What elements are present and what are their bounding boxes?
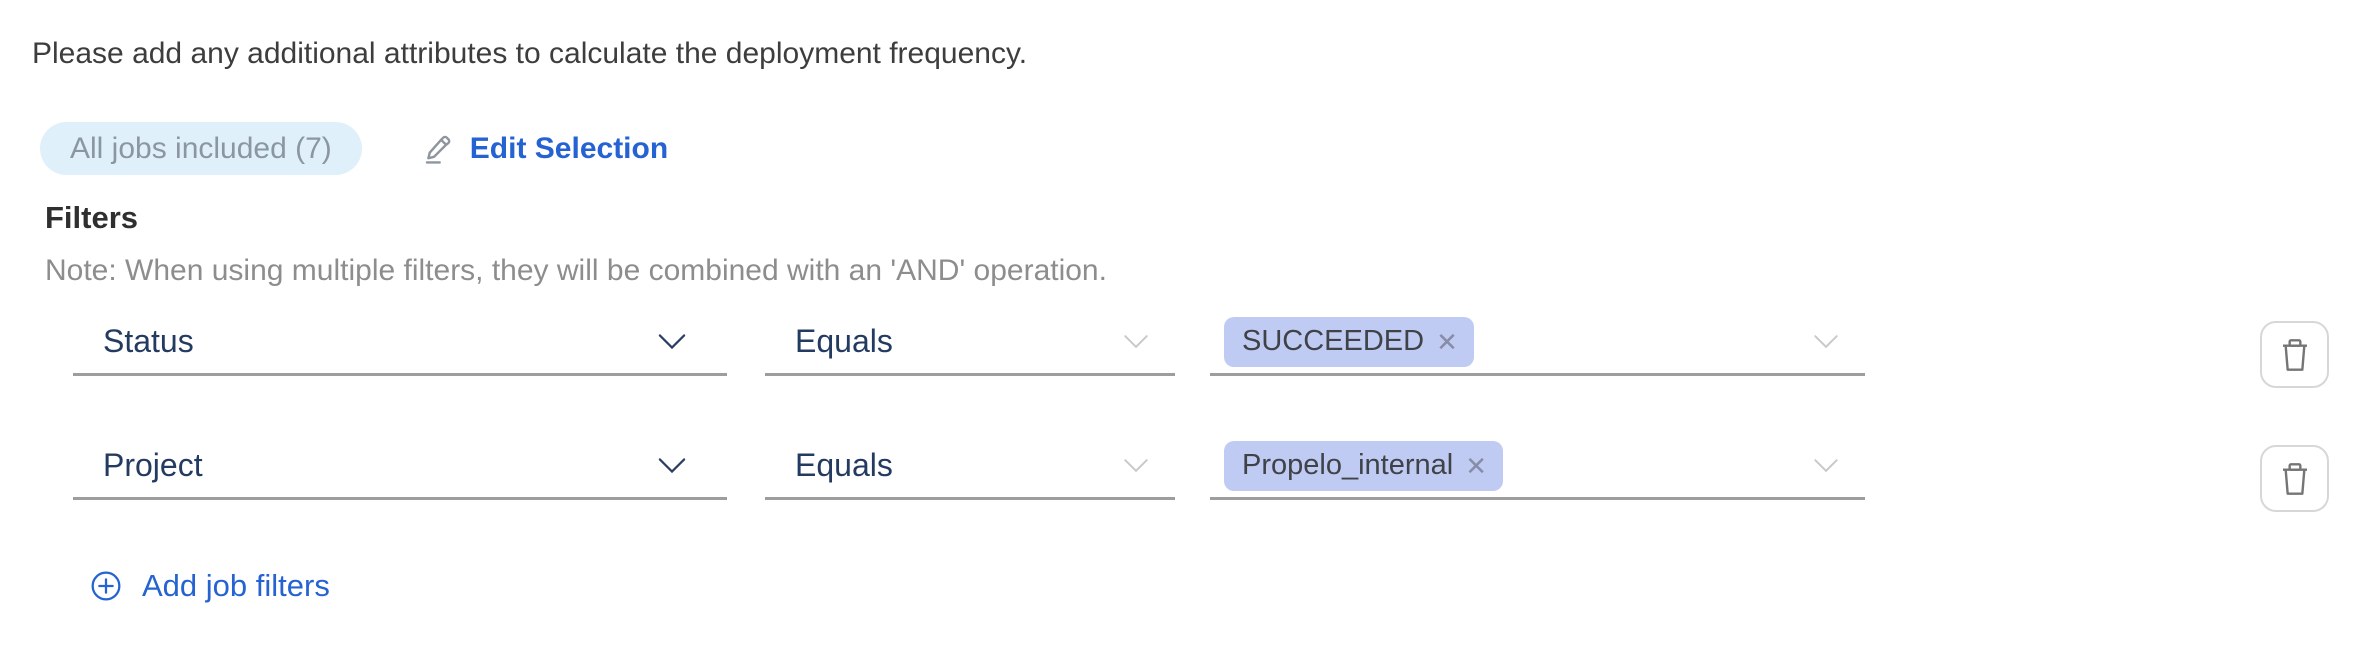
attribute-select[interactable]: Project — [73, 434, 727, 500]
plus-circle-icon — [91, 571, 121, 601]
operator-select-value: Equals — [795, 447, 893, 483]
chevron-down-icon — [1124, 335, 1148, 349]
chevron-down-icon — [1124, 459, 1148, 473]
value-tag-label: SUCCEEDED — [1242, 325, 1425, 357]
delete-filter-button[interactable] — [2260, 321, 2329, 388]
jobs-included-badge[interactable]: All jobs included (7) — [40, 122, 362, 175]
chevron-down-icon — [658, 458, 686, 474]
value-tag: Propelo_internal ✕ — [1224, 440, 1503, 491]
trash-icon — [2282, 462, 2307, 495]
operator-select[interactable]: Equals — [765, 434, 1175, 500]
add-job-filters-label: Add job filters — [142, 568, 330, 603]
attribute-select[interactable]: Status — [73, 310, 727, 376]
operator-select-value: Equals — [795, 323, 893, 359]
remove-value-icon[interactable]: ✕ — [1436, 326, 1458, 357]
remove-value-icon[interactable]: ✕ — [1465, 450, 1487, 481]
trash-icon — [2282, 338, 2307, 371]
attribute-select-value: Project — [103, 447, 203, 483]
edit-pencil-icon — [422, 132, 456, 166]
filters-note: Note: When using multiple filters, they … — [45, 254, 1107, 287]
edit-selection-label: Edit Selection — [469, 131, 669, 165]
value-tag-label: Propelo_internal — [1242, 449, 1454, 481]
attribute-select-value: Status — [103, 323, 194, 359]
operator-select[interactable]: Equals — [765, 310, 1175, 376]
add-job-filters-button[interactable]: Add job filters — [90, 568, 330, 604]
filter-row: Status Equals SUCCEEDED ✕ — [0, 310, 2376, 388]
value-multiselect[interactable]: Propelo_internal ✕ — [1210, 434, 1865, 500]
chevron-down-icon — [1814, 459, 1838, 473]
jobs-summary-row: All jobs included (7) Edit Selection — [40, 122, 668, 175]
delete-filter-button[interactable] — [2260, 445, 2329, 512]
chevron-down-icon — [658, 334, 686, 350]
filters-heading: Filters — [45, 200, 139, 235]
filter-row: Project Equals Propelo_internal ✕ — [0, 434, 2376, 512]
edit-selection-button[interactable]: Edit Selection — [422, 132, 668, 166]
intro-text: Please add any additional attributes to … — [32, 37, 1028, 70]
chevron-down-icon — [1814, 335, 1838, 349]
value-tag: SUCCEEDED ✕ — [1224, 316, 1474, 367]
value-multiselect[interactable]: SUCCEEDED ✕ — [1210, 310, 1865, 376]
